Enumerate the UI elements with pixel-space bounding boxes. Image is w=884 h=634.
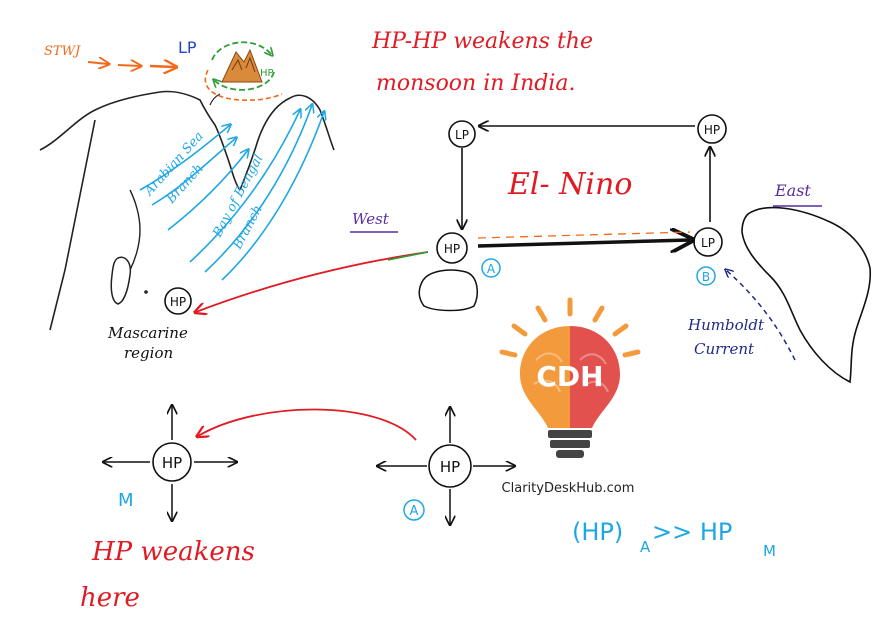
lp-top-left-label: LP	[455, 128, 469, 142]
bay-of-bengal-arrow-3	[221, 112, 324, 281]
marker-a-circle-top	[481, 258, 501, 278]
title-line-1: HP-HP weakens the	[371, 29, 593, 54]
arabian-sea-arrow-3	[167, 150, 248, 231]
formula-mid: >> HP	[652, 518, 732, 546]
logo-base-3	[556, 450, 584, 458]
logo-base-2	[550, 440, 590, 448]
hp-small-label: HP	[260, 68, 274, 79]
circulation-arrow-top	[211, 41, 272, 61]
walker-cell: LP HP HP LP El- Nino West East A B Humbo…	[350, 114, 872, 384]
coastline-africa-inner	[129, 189, 141, 271]
south-america-outline	[741, 206, 872, 384]
logo-bulb-right	[570, 326, 620, 428]
bay-of-bengal-arrow-2	[204, 105, 312, 273]
logo-site: ClarityDeskHub.com	[502, 481, 635, 496]
humboldt-label-2: Current	[694, 340, 755, 358]
arabian-sea-arrow-2	[151, 138, 236, 206]
comparison-section: HP M HP A HP weakens here (HP) A >> HP M	[80, 406, 776, 613]
east-label: East	[774, 181, 811, 200]
hp-m-label: HP	[162, 454, 182, 472]
logo-mark: CDH	[536, 360, 603, 393]
mascarene-label-2: region	[124, 344, 173, 362]
coastline-africa	[49, 119, 96, 331]
bay-of-bengal-label-1: Bay of Bengal	[210, 152, 267, 241]
mascarene-hp-circle	[164, 287, 192, 315]
stwj-arrow-3	[149, 66, 175, 67]
formula-main: (HP)	[572, 518, 623, 546]
humboldt-label-1: Humboldt	[687, 316, 765, 334]
logo-rays	[499, 297, 641, 358]
coast-detail	[209, 93, 221, 106]
cdh-logo: CDH ClarityDeskHub.com	[499, 297, 641, 496]
lp-label-india: LP	[178, 38, 197, 57]
formula-sub-m: M	[763, 542, 776, 560]
small-island-dot	[144, 290, 148, 294]
hp-m-circle	[152, 442, 192, 482]
walker-dashed-orange	[477, 231, 691, 239]
lp-top-left-circle	[448, 120, 476, 148]
hp-top-right-circle	[697, 114, 727, 144]
madagascar-island	[110, 256, 132, 305]
marker-a-circle-bottom	[403, 499, 425, 521]
logo-brain-lines	[533, 352, 609, 393]
hp-west-circle	[436, 232, 468, 264]
tibet-plateau-icon	[221, 48, 263, 83]
hp-top-right-label: HP	[704, 123, 720, 137]
bay-of-bengal-arrow-1	[189, 110, 300, 263]
marker-a-top: A	[487, 262, 496, 276]
walker-bottom-arrow	[477, 240, 690, 246]
title-line-2: monsoon in India.	[376, 71, 576, 96]
arabian-sea-arrow-1	[139, 125, 230, 191]
stwj-arrow-1	[87, 62, 108, 64]
red-arrow-a-to-m	[198, 408, 417, 441]
m-label: M	[118, 490, 134, 511]
mascarene-hp-label: HP	[170, 295, 186, 309]
west-label: West	[352, 210, 390, 228]
hp-a-label: HP	[440, 458, 460, 476]
red-arrow-west-to-mascarene	[196, 251, 429, 312]
formula-sub-a: A	[640, 538, 651, 556]
title-text: HP-HP weakens the monsoon in India.	[371, 29, 593, 96]
el-nino-label: El- Nino	[507, 167, 632, 202]
humboldt-current-arrow	[726, 270, 796, 361]
stwj-arrow-2	[117, 65, 140, 66]
marker-a-bottom: A	[410, 504, 419, 519]
green-segment	[387, 251, 429, 261]
mascarene-label-1: Mascarine	[107, 324, 188, 342]
west-landmass	[418, 269, 479, 312]
india-map: STWJ LP HP Arabian Sea Branch Bay of Ben…	[39, 38, 335, 362]
lp-east-label: LP	[701, 236, 715, 250]
marker-b-circle	[696, 266, 716, 286]
lp-east-circle	[693, 227, 723, 257]
orange-dashed-loop	[204, 69, 283, 101]
logo-base-1	[548, 430, 592, 438]
marker-b: B	[702, 270, 710, 284]
hp-west-label: HP	[444, 242, 460, 256]
weakens-line-1: HP weakens	[91, 537, 255, 567]
stwj-label: STWJ	[44, 44, 81, 59]
coastline-west	[39, 90, 241, 191]
weakens-line-2: here	[80, 583, 140, 613]
logo-bulb-left	[520, 326, 570, 428]
hp-a-circle	[428, 444, 472, 488]
coastline-india-east	[239, 94, 335, 191]
